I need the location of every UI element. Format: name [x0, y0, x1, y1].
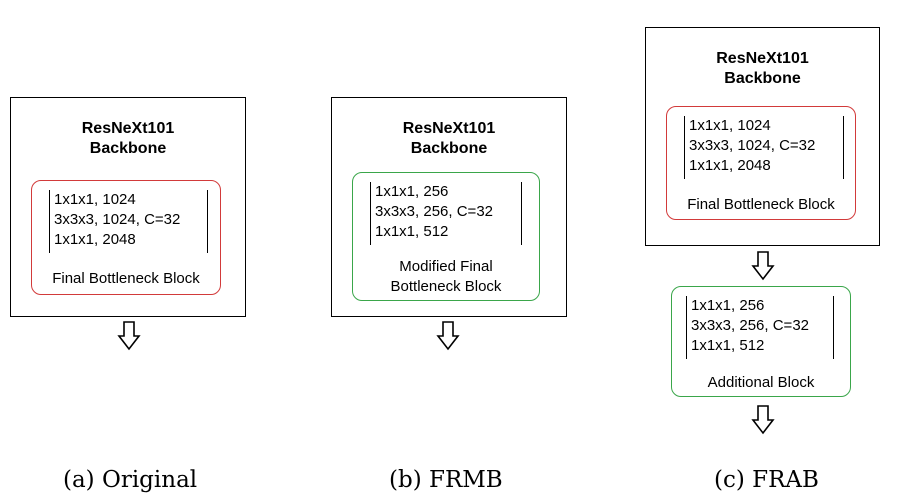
panel-b-layer-2: 3x3x3, 256, C=32 — [375, 203, 494, 220]
down-arrow-icon — [436, 321, 460, 351]
panel-c-block-right-bracket — [843, 116, 844, 179]
panel-c-block-label: Final Bottleneck Block — [667, 195, 855, 215]
panel-a-block-label: Final Bottleneck Block — [32, 269, 220, 289]
panel-c-additional-layers: 1x1x1, 256 3x3x3, 256, C=32 1x1x1, 512 — [686, 296, 809, 359]
panel-c-final-bottleneck-block: 1x1x1, 1024 3x3x3, 1024, C=32 1x1x1, 204… — [666, 106, 856, 220]
down-arrow-icon — [751, 405, 775, 435]
panel-b-block-label: Modified Final Bottleneck Block — [353, 257, 539, 297]
panel-c-layer-1: 1x1x1, 1024 — [689, 117, 771, 134]
panel-a-backbone: ResNeXt101 Backbone 1x1x1, 1024 3x3x3, 1… — [10, 97, 246, 317]
panel-b-caption: (b) FRMB — [389, 467, 503, 493]
panel-c-caption: (c) FRAB — [714, 467, 819, 493]
panel-c-additional-label-line-1: Additional Block — [707, 374, 815, 391]
panel-a-layer-1: 1x1x1, 1024 — [54, 191, 136, 208]
panel-b-backbone-title-line-1: ResNeXt101 — [402, 120, 496, 137]
panel-c-additional-layer-3: 1x1x1, 512 — [691, 337, 765, 354]
panel-b-block-layers: 1x1x1, 256 3x3x3, 256, C=32 1x1x1, 512 — [370, 182, 493, 245]
panel-b-modified-bottleneck-block: 1x1x1, 256 3x3x3, 256, C=32 1x1x1, 512 M… — [352, 172, 540, 301]
panel-c-layer-2: 3x3x3, 1024, C=32 — [689, 137, 816, 154]
panel-a-block-layers: 1x1x1, 1024 3x3x3, 1024, C=32 1x1x1, 204… — [49, 190, 180, 253]
panel-a-block-label-line-1: Final Bottleneck Block — [52, 270, 200, 287]
down-arrow-icon — [751, 251, 775, 281]
panel-c-backbone-title-line-1: ResNeXt101 — [716, 50, 809, 67]
panel-c-additional-label: Additional Block — [672, 373, 850, 393]
panel-a-backbone-title-line-2: Backbone — [89, 140, 167, 157]
panel-c-backbone: ResNeXt101 Backbone 1x1x1, 1024 3x3x3, 1… — [645, 27, 880, 246]
panel-a-backbone-title-line-1: ResNeXt101 — [81, 120, 175, 137]
panel-b-layer-1: 1x1x1, 256 — [375, 183, 449, 200]
panel-b-backbone: ResNeXt101 Backbone 1x1x1, 256 3x3x3, 25… — [331, 97, 567, 317]
panel-c-additional-block: 1x1x1, 256 3x3x3, 256, C=32 1x1x1, 512 A… — [671, 286, 851, 397]
panel-a-block-right-bracket — [207, 190, 208, 253]
panel-a-layer-3: 1x1x1, 2048 — [54, 231, 136, 248]
panel-b-backbone-title-line-2: Backbone — [410, 140, 488, 157]
panel-c-additional-layer-1: 1x1x1, 256 — [691, 297, 765, 314]
panel-c-backbone-title: ResNeXt101 Backbone — [646, 49, 879, 89]
panel-a-backbone-title: ResNeXt101 Backbone — [11, 119, 245, 159]
panel-a-caption: (a) Original — [63, 467, 198, 493]
panel-b-block-right-bracket — [521, 182, 522, 245]
panel-b-block-label-line-2: Bottleneck Block — [390, 278, 502, 295]
down-arrow-icon — [117, 321, 141, 351]
panel-c-additional-layer-2: 3x3x3, 256, C=32 — [691, 317, 810, 334]
panel-c-additional-right-bracket — [833, 296, 834, 359]
panel-b-block-label-line-1: Modified Final — [399, 258, 493, 275]
panel-c-block-label-line-1: Final Bottleneck Block — [687, 196, 835, 213]
panel-b-backbone-title: ResNeXt101 Backbone — [332, 119, 566, 159]
panel-a-final-bottleneck-block: 1x1x1, 1024 3x3x3, 1024, C=32 1x1x1, 204… — [31, 180, 221, 295]
panel-c-block-layers: 1x1x1, 1024 3x3x3, 1024, C=32 1x1x1, 204… — [684, 116, 815, 179]
panel-a-layer-2: 3x3x3, 1024, C=32 — [54, 211, 181, 228]
panel-c-backbone-title-line-2: Backbone — [724, 70, 801, 87]
panel-c-layer-3: 1x1x1, 2048 — [689, 157, 771, 174]
panel-b-layer-3: 1x1x1, 512 — [375, 223, 449, 240]
